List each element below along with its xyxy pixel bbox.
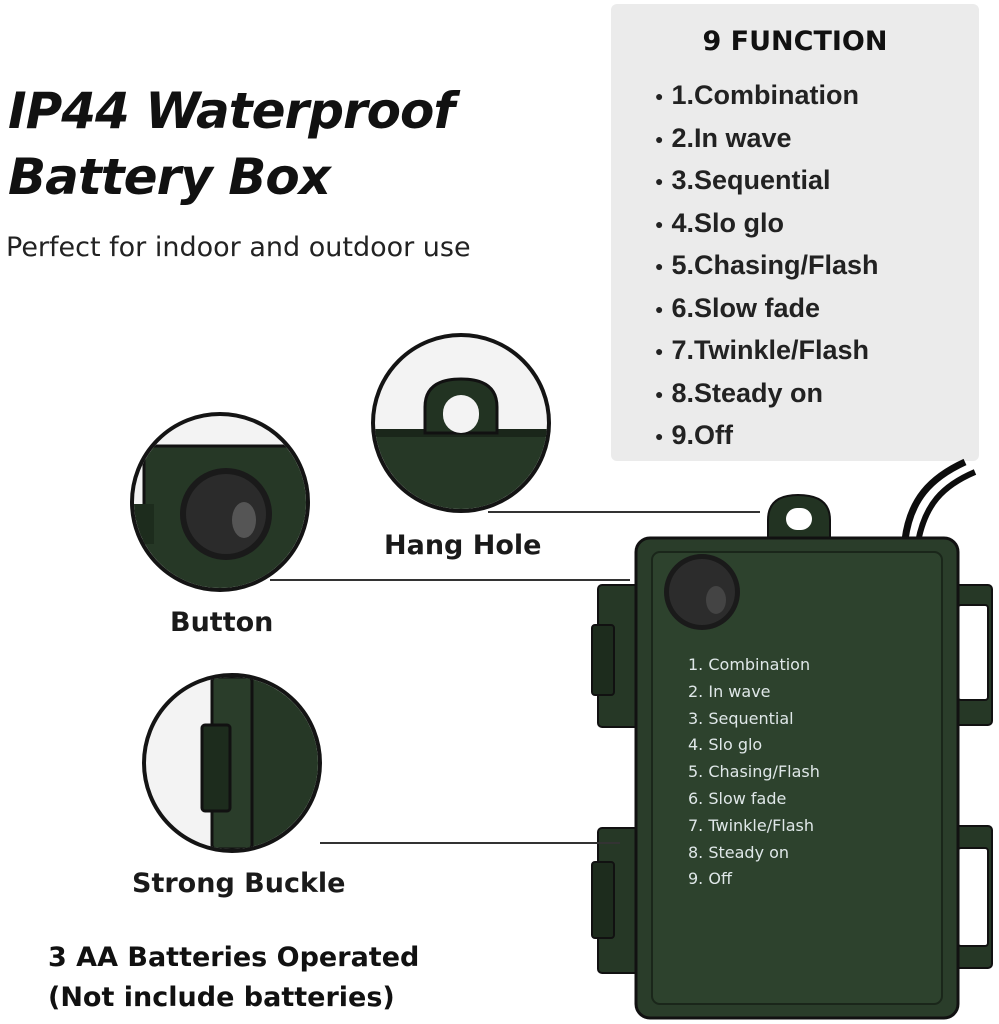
function-item: 7.Twinkle/Flash	[655, 329, 879, 372]
title-line-2: Battery Box	[8, 148, 331, 206]
device-printed-list: 1. Combination 2. In wave 3. Sequential …	[688, 652, 820, 893]
button-label: Button	[170, 607, 274, 638]
battery-note-line-2: (Not include batteries)	[48, 982, 395, 1013]
button-zoom	[130, 412, 310, 592]
function-item: 4.Slo glo	[655, 202, 879, 245]
function-item: 1.Combination	[655, 74, 879, 117]
function-item: 5.Chasing/Flash	[655, 244, 878, 287]
device-printed-item: 3. Sequential	[688, 708, 794, 728]
left-buckle-bottom-icon	[591, 827, 647, 974]
title-line-1: IP44 Waterproof	[8, 82, 455, 140]
function-item: 6.Slow fade	[655, 287, 879, 330]
device-printed-item: 6. Slow fade	[688, 788, 787, 808]
device-printed-item: 9. Off	[688, 869, 732, 889]
battery-note-line-1: 3 AA Batteries Operated	[48, 942, 420, 973]
strong-buckle-label: Strong Buckle	[132, 868, 346, 899]
hang-hole-zoom	[371, 333, 551, 513]
function-item: 2.In wave	[655, 117, 879, 160]
function-item: 8.Steady on	[655, 372, 879, 415]
device-printed-item: 1. Combination	[688, 655, 811, 674]
buckle-leader	[320, 842, 620, 844]
subtitle: Perfect for indoor and outdoor use	[6, 232, 471, 263]
hang-hole-leader	[488, 511, 760, 513]
function-list: 1.Combination 2.In wave 3.Sequential 4.S…	[655, 74, 879, 457]
function-panel: 9 FUNCTION 1.Combination 2.In wave 3.Seq…	[611, 4, 979, 461]
function-item: 3.Sequential	[655, 159, 879, 202]
device-printed-item: 2. In wave	[688, 681, 771, 701]
battery-note: 3 AA Batteries Operated (Not include bat…	[48, 938, 419, 1018]
cable-icon	[901, 458, 967, 541]
buckle-zoom	[142, 673, 322, 853]
product-title: IP44 Waterproof Battery Box	[8, 78, 455, 210]
function-item: 9.Off	[655, 414, 879, 457]
button-leader	[270, 579, 630, 581]
function-panel-title: 9 FUNCTION	[702, 26, 888, 57]
hang-hole-label: Hang Hole	[384, 530, 542, 561]
device-printed-item: 5. Chasing/Flash	[688, 762, 820, 782]
device-printed-item: 8. Steady on	[688, 842, 790, 862]
device-printed-item: 7. Twinkle/Flash	[688, 815, 815, 835]
device-printed-item: 4. Slo glo	[688, 735, 763, 755]
